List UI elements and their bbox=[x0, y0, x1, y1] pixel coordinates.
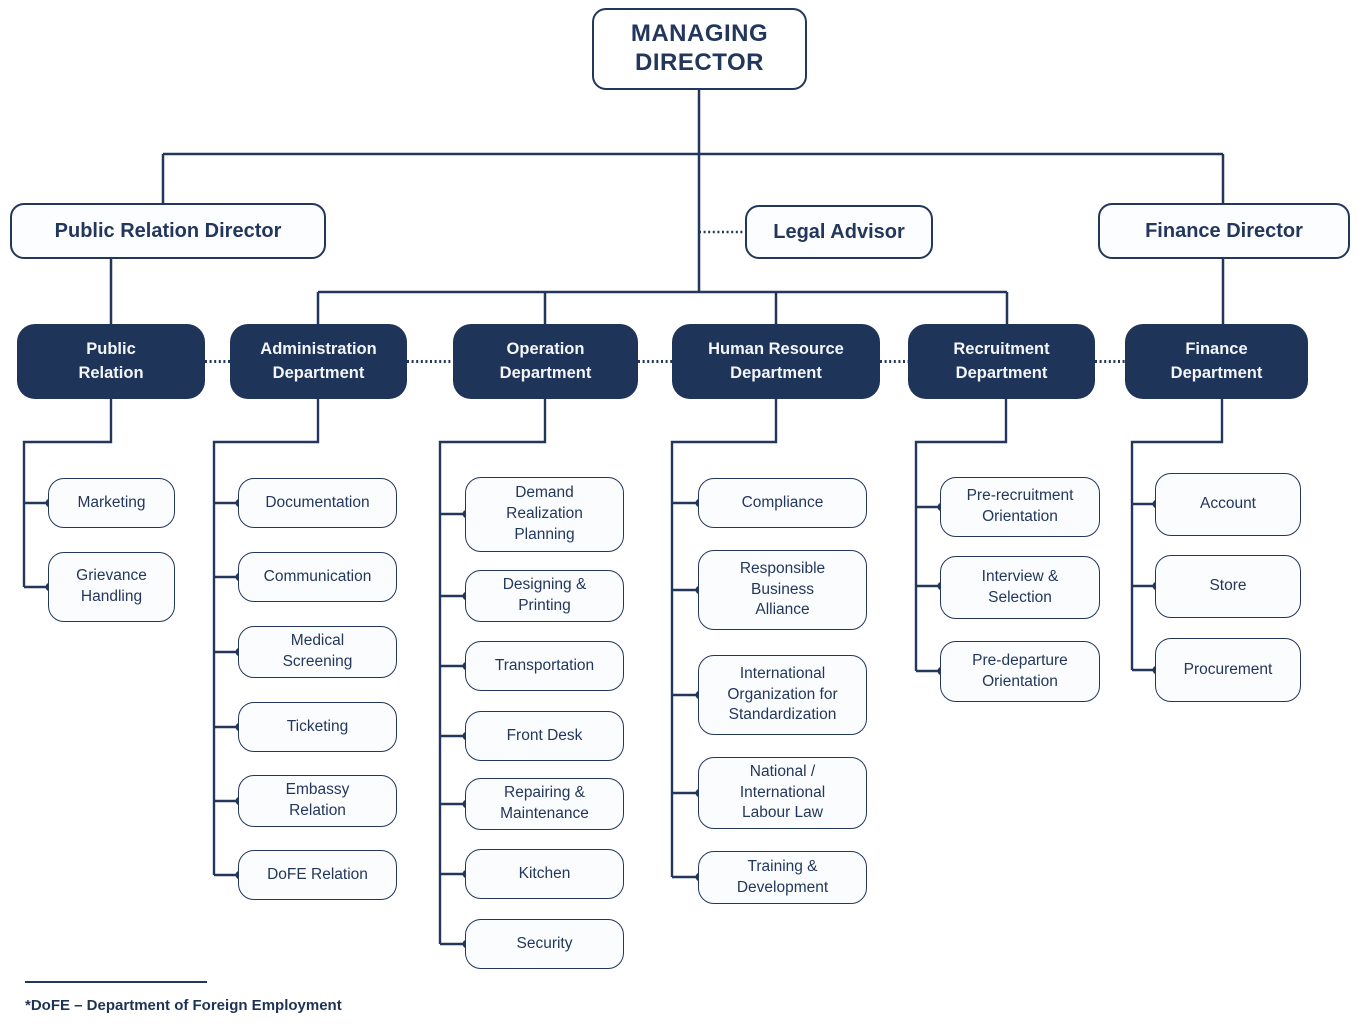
item-demand-realization-planning: Demand Realization Planning bbox=[465, 477, 624, 552]
item-ticketing: Ticketing bbox=[238, 702, 397, 752]
item-kitchen: Kitchen bbox=[465, 849, 624, 899]
item-interview-selection: Interview & Selection bbox=[940, 556, 1100, 619]
item-compliance: Compliance bbox=[698, 478, 867, 528]
item-training-development: Training & Development bbox=[698, 851, 867, 904]
item-repairing-maintenance: Repairing & Maintenance bbox=[465, 778, 624, 830]
child-spine-lines bbox=[22, 398, 1224, 946]
item-transportation: Transportation bbox=[465, 641, 624, 691]
item-store: Store bbox=[1155, 555, 1301, 618]
item-procurement: Procurement bbox=[1155, 638, 1301, 702]
item-grievance-handling: Grievance Handling bbox=[48, 552, 175, 622]
item-documentation: Documentation bbox=[238, 478, 397, 528]
item-pre-recruitment-orientation: Pre-recruitment Orientation bbox=[940, 477, 1100, 537]
item-front-desk: Front Desk bbox=[465, 711, 624, 761]
item-international-organization-for-standardization: International Organization for Standardi… bbox=[698, 655, 867, 735]
item-medical-screening: Medical Screening bbox=[238, 626, 397, 678]
item-account: Account bbox=[1155, 473, 1301, 536]
dept-finance: Finance Department bbox=[1125, 324, 1308, 399]
item-communication: Communication bbox=[238, 552, 397, 602]
dept-recruitment: Recruitment Department bbox=[908, 324, 1095, 399]
item-designing-printing: Designing & Printing bbox=[465, 570, 624, 622]
dept-human-resource: Human Resource Department bbox=[672, 324, 880, 399]
main-tree-lines bbox=[109, 90, 1225, 326]
footnote-divider bbox=[25, 981, 207, 983]
legal-advisor-box: Legal Advisor bbox=[745, 205, 933, 259]
item-national-international-labour-law: National / International Labour Law bbox=[698, 757, 867, 829]
item-dofe-relation: DoFE Relation bbox=[238, 850, 397, 900]
public-relation-director-box: Public Relation Director bbox=[10, 203, 326, 259]
item-pre-departure-orientation: Pre-departure Orientation bbox=[940, 641, 1100, 702]
managing-director-box: MANAGING DIRECTOR bbox=[592, 8, 807, 90]
dept-public-relation: Public Relation bbox=[17, 324, 205, 399]
footnote: *DoFE – Department of Foreign Employment bbox=[25, 997, 342, 1014]
dept-administration: Administration Department bbox=[230, 324, 407, 399]
item-marketing: Marketing bbox=[48, 478, 175, 528]
finance-director-box: Finance Director bbox=[1098, 203, 1350, 259]
item-security: Security bbox=[465, 919, 624, 969]
item-embassy-relation: Embassy Relation bbox=[238, 775, 397, 827]
dept-operation: Operation Department bbox=[453, 324, 638, 399]
item-responsible-business-alliance: Responsible Business Alliance bbox=[698, 550, 867, 630]
